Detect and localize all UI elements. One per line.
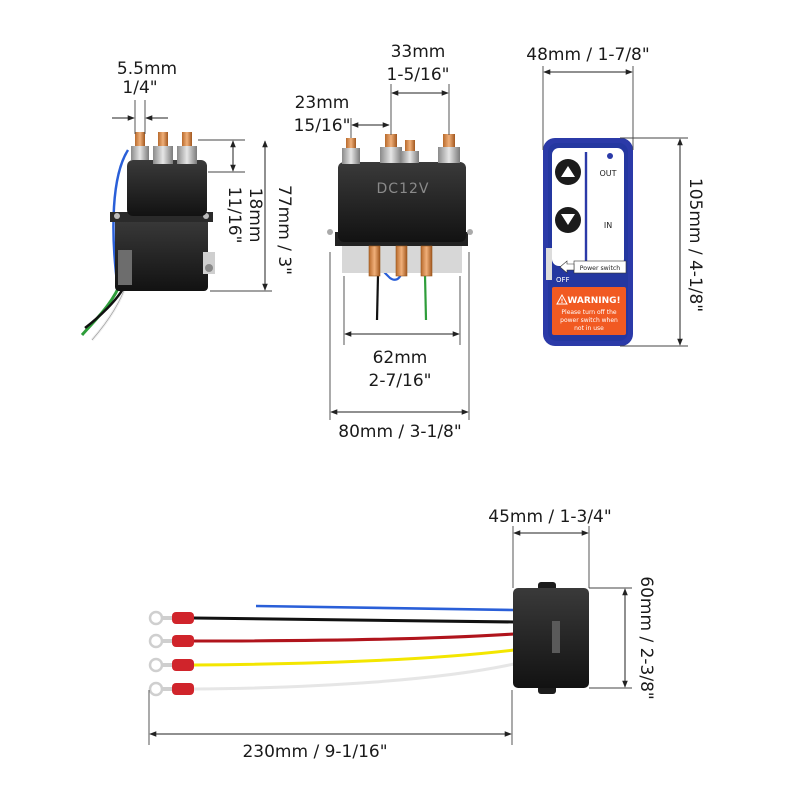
warning-line-1: Please turn off the <box>561 309 616 316</box>
solenoid-side-view <box>80 132 215 341</box>
on-label: ON <box>556 251 567 259</box>
receiver-width-label: 45mm / 1-3/4" <box>488 507 611 527</box>
front-view-dimensions: 33mm 1-5/16" 23mm 15/16" 62mm 2-7/16" 80… <box>294 42 470 442</box>
remote-width-label: 48mm / 1-7/8" <box>526 45 649 65</box>
stud-spacing-in: 1-5/16" <box>387 65 450 85</box>
base-width-mm: 62mm <box>373 348 428 368</box>
warning-line-2: power switch when <box>560 317 618 324</box>
receiver-box <box>513 588 589 688</box>
power-switch[interactable] <box>546 248 552 280</box>
remote-height-label: 105mm / 4-1/8" <box>685 178 705 312</box>
power-switch-label: Power switch <box>580 265 621 272</box>
stud-height-in: 11/16" <box>224 187 244 244</box>
solenoid-side-base <box>115 218 208 291</box>
total-width-label: 80mm / 3-1/8" <box>338 422 461 442</box>
wireless-remote: OUT IN ON OFF Power switch ! WARNING! Pl… <box>543 138 633 346</box>
receiver-height-label: 60mm / 2-3/8" <box>636 576 656 699</box>
total-height-label: 77mm / 3" <box>274 185 294 275</box>
wire-black <box>193 616 515 624</box>
out-label: OUT <box>599 169 616 178</box>
stud-spacing-mm: 33mm <box>391 42 446 62</box>
body-marking: DC12V <box>377 181 430 197</box>
receiver-text-plate <box>552 621 560 653</box>
solenoid-front-body <box>338 162 466 242</box>
base-width-in: 2-7/16" <box>369 371 432 391</box>
small-spacing-in: 15/16" <box>294 116 351 136</box>
terminal-studs <box>131 132 197 164</box>
remote-dimensions: 48mm / 1-7/8" 105mm / 4-1/8" <box>526 45 705 347</box>
receiver-dimensions: 45mm / 1-3/4" 60mm / 2-3/8" 230mm / 9-1/… <box>148 507 656 762</box>
off-label: OFF <box>556 276 570 284</box>
warning-line-3: not in use <box>574 325 604 332</box>
svg-text:!: ! <box>561 298 564 305</box>
wire-yellow <box>193 648 515 667</box>
solenoid-front-view: DC12V <box>327 134 473 321</box>
receiver-assembly <box>148 582 589 697</box>
terminal-width-in: 1/4" <box>122 78 157 98</box>
in-label: IN <box>604 221 612 230</box>
solenoid-side-body <box>127 160 207 216</box>
ring-terminals <box>148 610 194 697</box>
wire-length-label: 230mm / 9-1/16" <box>242 742 387 762</box>
side-view-dimensions: 5.5mm 1/4" 18mm 11/16" 77mm / 3" <box>112 59 294 292</box>
small-spacing-mm: 23mm <box>295 93 350 113</box>
wire-red <box>193 632 515 643</box>
warning-label <box>552 287 626 335</box>
terminal-width-mm: 5.5mm <box>117 59 177 79</box>
stud-height-mm: 18mm <box>245 188 265 243</box>
wire-white <box>193 662 515 691</box>
wire-blue <box>255 604 515 612</box>
warning-title: WARNING! <box>567 296 620 306</box>
